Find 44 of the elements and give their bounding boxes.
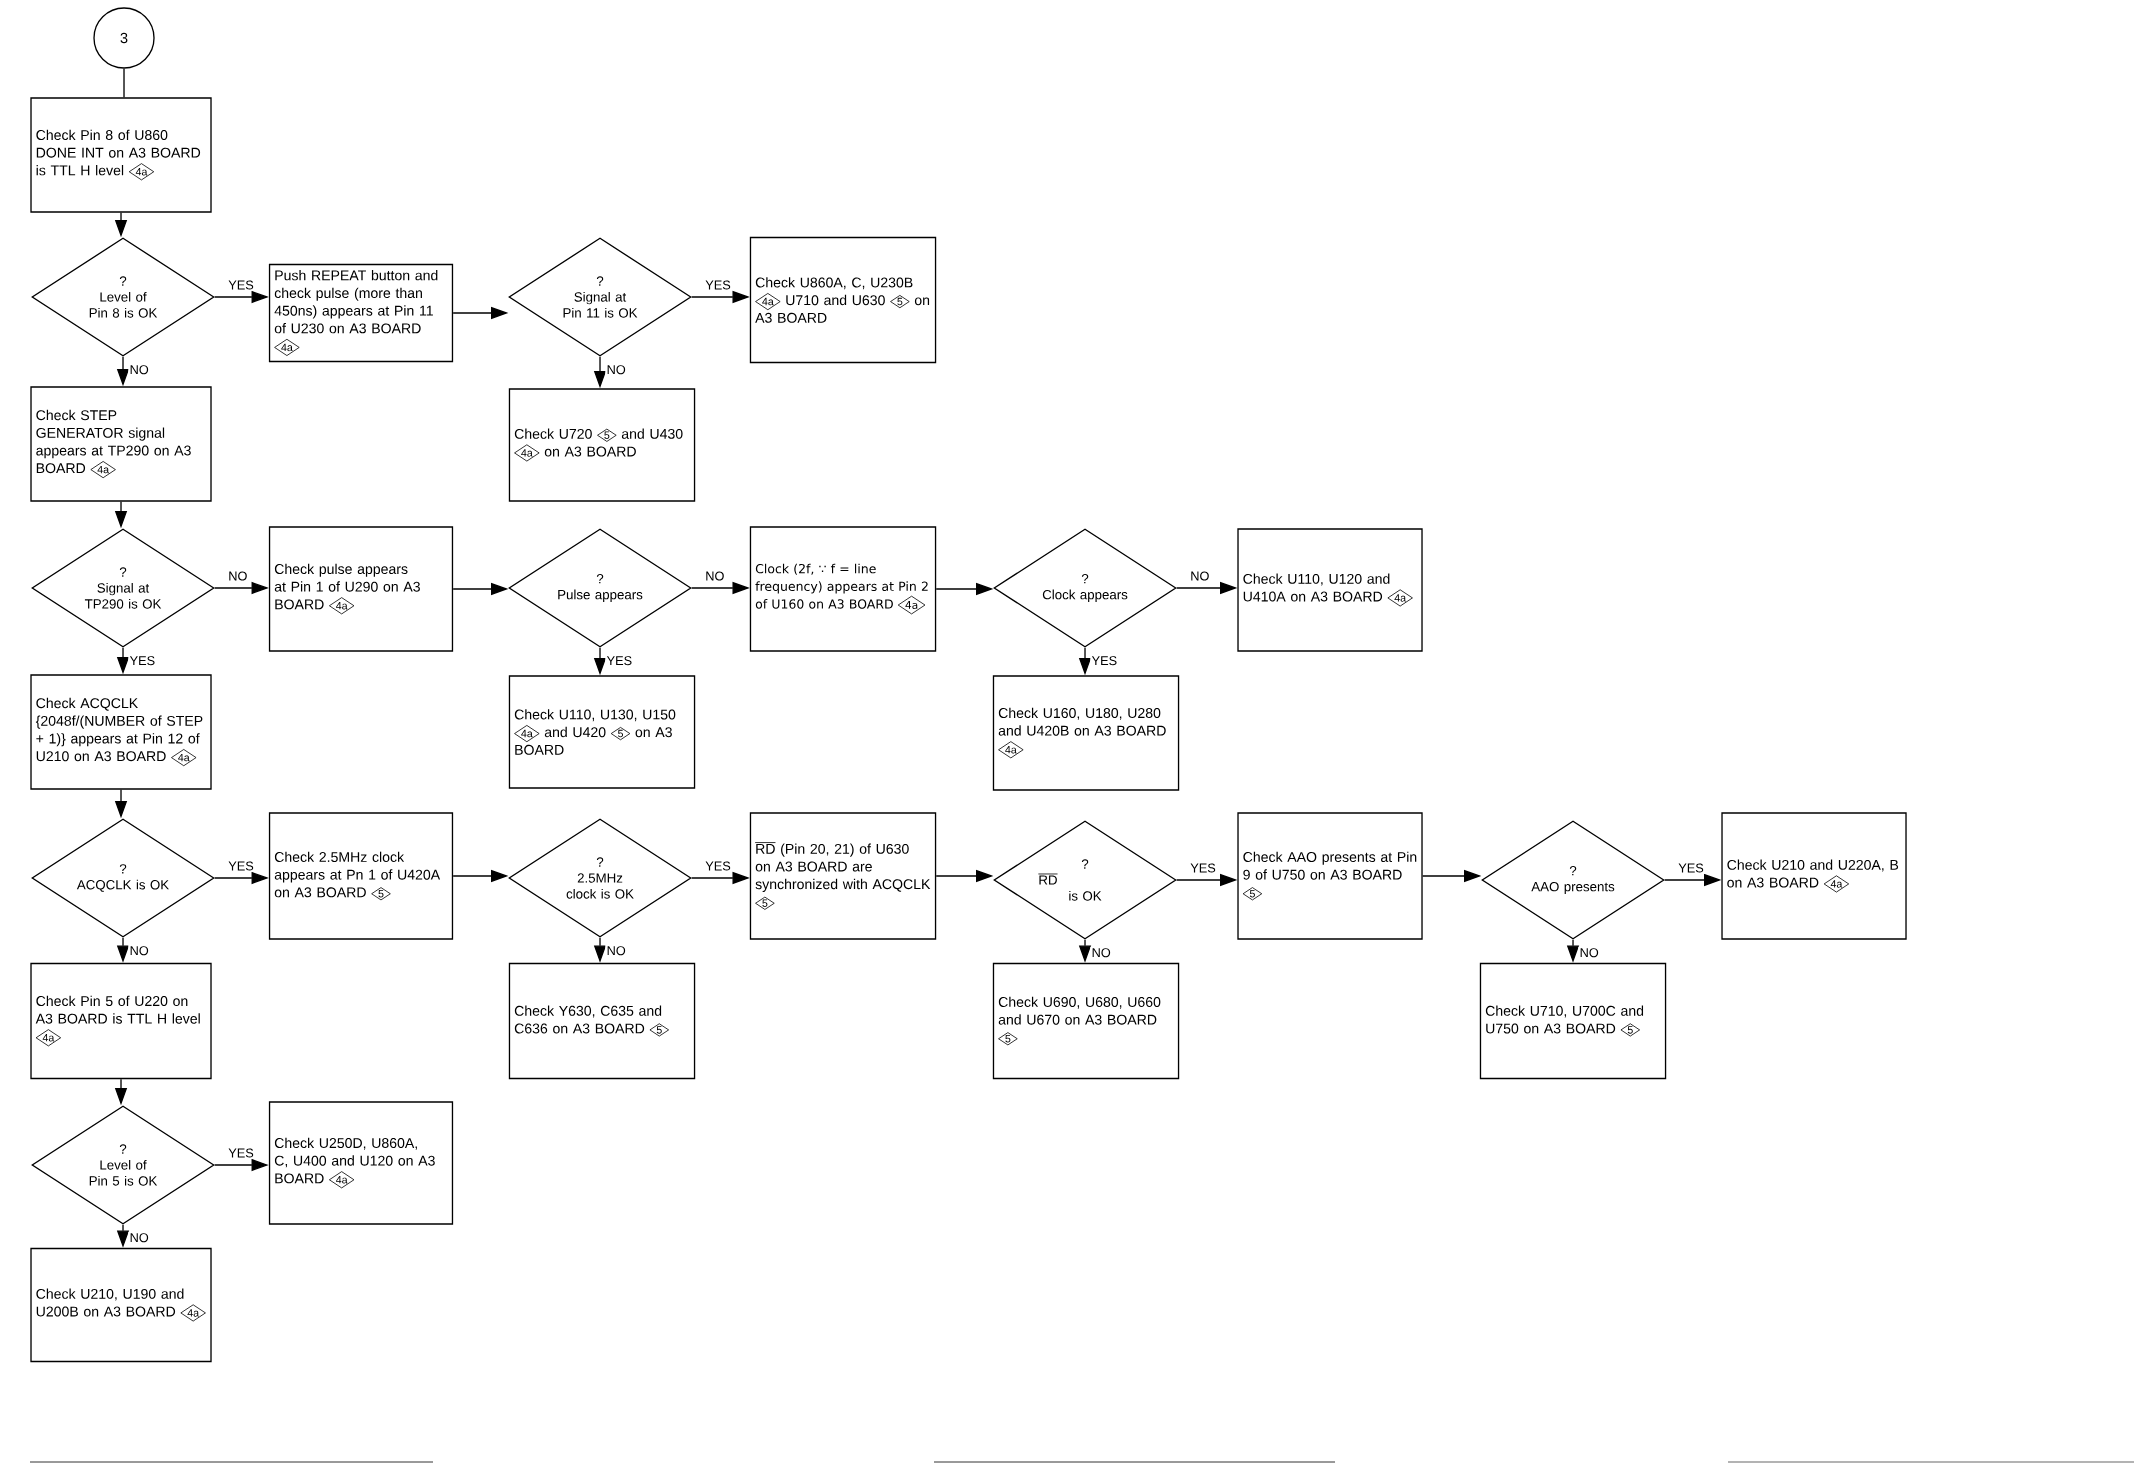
process-box: Check 2.5MHz clock appears at Pn 1 of U420A on A3 BOARD 5 <box>268 812 454 940</box>
process-box: Check U690, U680, U660 and U670 on A3 BOARD 5 <box>992 962 1180 1080</box>
process-box: Check Pin 8 of U860 DONE INT on A3 BOARD is TTL H level 4a <box>30 97 212 213</box>
edge-label: YES <box>226 860 256 872</box>
process-box: Check STEP GENERATOR signal appears at TP290 on A3 BOARD 4a <box>30 386 212 502</box>
process-box: Check Pin 5 of U220 on A3 BOARD is TTL H level 4a <box>30 962 212 1080</box>
edge-label: NO <box>226 570 249 582</box>
edge-label: YES <box>1188 862 1218 874</box>
edge-label: NO <box>128 1231 151 1244</box>
process-box: Check U160, U180, U280 and U420B on A3 BOARD 4a <box>992 675 1180 791</box>
process-box: Check AAO presents at Pin 9 of U750 on A3 BOARD 5 <box>1237 812 1423 940</box>
edge-label: NO <box>1090 946 1113 959</box>
connector-line <box>123 68 125 98</box>
edge-label: YES <box>226 279 256 291</box>
edge-label: YES <box>605 654 634 667</box>
edge-label: NO <box>1188 570 1211 582</box>
edge-label: NO <box>605 944 628 957</box>
edge-label: YES <box>128 654 157 667</box>
process-box: Check U210 and U220A, B on A3 BOARD 4a <box>1721 812 1907 940</box>
edge-label: YES <box>1090 654 1119 667</box>
process-box: Check ACQCLK {2048f/(NUMBER of STEP + 1)} appears at Pin 12 of U210 on A3 BOARD 4a <box>30 674 212 790</box>
edge-label: YES <box>226 1147 256 1159</box>
process-box: Check U110, U130, U150 4a and U420 5 on A3 BOARD <box>508 675 696 789</box>
process-box: Check U210, U190 and U200B on A3 BOARD 4a <box>30 1247 212 1363</box>
edge-label: YES <box>703 860 733 872</box>
process-box: Check U250D, U860A, C, U400 and U120 on A3 BOARD 4a <box>268 1101 454 1225</box>
overlined-text: RD <box>754 842 776 854</box>
process-box: Push REPEAT button and check pulse (more than 450ns) appears at Pin 11 of U230 on A3 BOARD 4a <box>268 263 454 363</box>
process-box: Check Y630, C635 and C636 on A3 BOARD 5 <box>508 962 696 1080</box>
edge-label: YES <box>703 279 733 291</box>
process-box: Check U110, U120 and U410A on A3 BOARD 4a <box>1237 528 1423 652</box>
process-box: Check pulse appears at Pin 1 of U290 on A3 BOARD 4a <box>268 526 454 652</box>
edge-label: YES <box>1676 862 1706 874</box>
edge-label: NO <box>1578 946 1601 959</box>
edge-label: NO <box>703 570 726 582</box>
process-box: Check U720 5 and U430 4a on A3 BOARD <box>508 388 696 502</box>
overlined-text: RD <box>1037 873 1058 885</box>
edge-label: NO <box>128 944 151 957</box>
edge-label: NO <box>605 363 628 376</box>
process-box: RD (Pin 20, 21) of U630 on A3 BOARD are synchronized with ACQCLK 5 <box>749 812 937 940</box>
edge-label: NO <box>128 363 151 376</box>
process-box: Clock (2f, ∵ f = line frequency) appears at Pin 2 of U160 on A3 BOARD 4a <box>749 526 937 652</box>
process-box: Check U710, U700C and U750 on A3 BOARD 5 <box>1479 962 1667 1080</box>
process-box: Check U860A, C, U230B 4a U710 and U630 5 on A3 BOARD <box>749 236 937 364</box>
